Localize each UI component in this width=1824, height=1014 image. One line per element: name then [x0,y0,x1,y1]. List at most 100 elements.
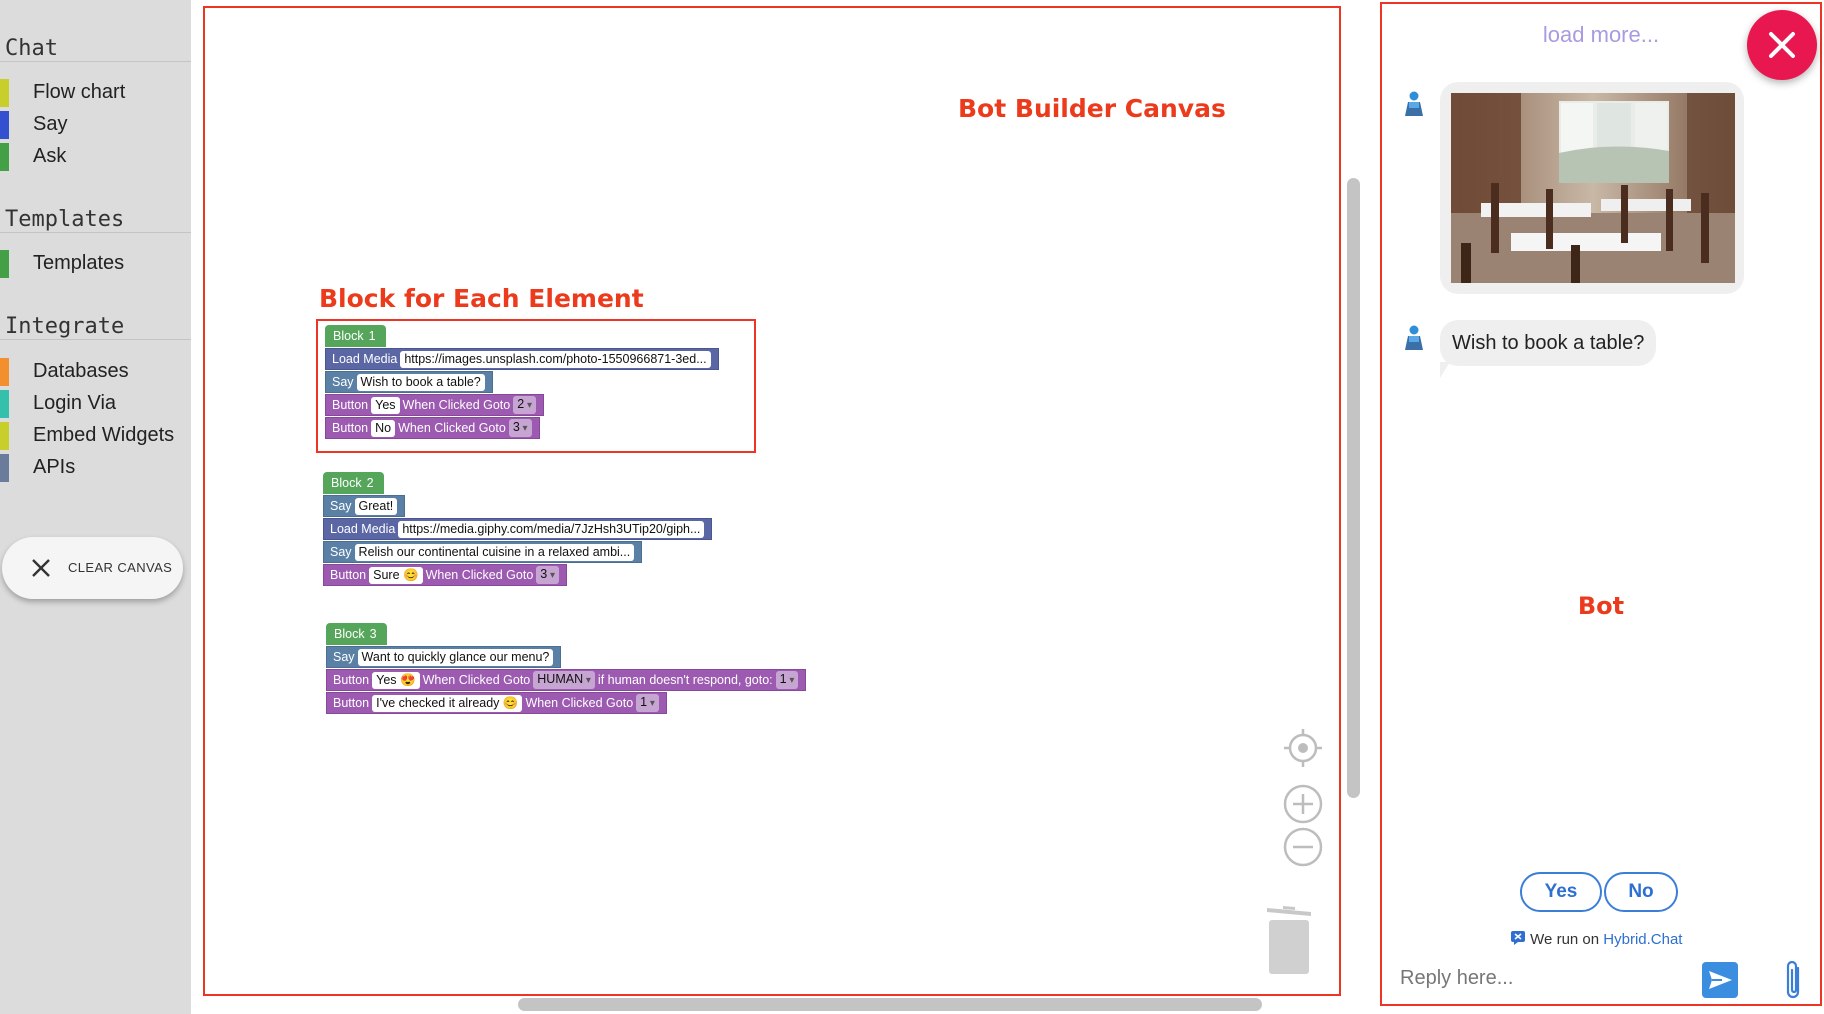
row-keyword: Say [333,650,355,664]
goto-label: When Clicked Goto [402,398,511,412]
trash-icon[interactable] [1263,900,1315,976]
block-number: 1 [368,329,376,343]
category-title-templates: Templates [5,207,125,232]
category-color-swatch [0,358,9,386]
block-hat-label: Block [333,329,364,343]
hybrid-chat-link[interactable]: Hybrid.Chat [1603,931,1683,948]
sidebar-item-embed-widgets[interactable]: Embed Widgets [0,421,191,451]
button-row[interactable]: Button No When Clicked Goto 3 [325,417,540,439]
sidebar-item-ask[interactable]: Ask [0,142,191,172]
row-keyword: Say [330,545,352,559]
block-hat[interactable]: Block 1 [325,325,386,347]
sidebar-item-login-via[interactable]: Login Via [0,389,191,419]
fallback-dropdown[interactable]: 1 [775,671,799,689]
say-row[interactable]: Say Wish to book a table? [325,371,493,393]
category-color-swatch [0,390,9,418]
row-keyword: Button [330,568,367,582]
button-row[interactable]: Button Sure 😊 When Clicked Goto 3 [323,564,568,586]
sidebar-item-templates[interactable]: Templates [0,249,191,279]
bot-builder-canvas[interactable]: Bot Builder Canvas Block for Each Elemen… [203,6,1341,996]
close-preview-button[interactable] [1747,10,1817,80]
block-number: 2 [366,476,374,490]
powered-by: We run on Hybrid.Chat [1510,930,1682,948]
paperclip-icon[interactable] [1782,960,1806,1002]
sidebar-item-flow-chart[interactable]: Flow chart [0,78,191,108]
zoom-in-icon[interactable] [1283,784,1323,824]
media-url-field[interactable]: https://media.giphy.com/media/7JzHsh3UTi… [398,520,705,538]
reply-input[interactable] [1400,960,1700,996]
say-row[interactable]: Say Want to quickly glance our menu? [326,646,562,668]
load-media-row[interactable]: Load Media https://media.giphy.com/media… [323,518,713,540]
sidebar-item-label: APIs [33,456,76,478]
category-color-swatch [0,250,9,278]
category-title-chat: Chat [5,36,58,61]
sidebar-item-databases[interactable]: Databases [0,357,191,387]
button-row[interactable]: Button Yes 😍 When Clicked Goto HUMAN if … [326,669,807,691]
say-text-field[interactable]: Relish our continental cuisine in a rela… [354,543,635,561]
say-text-field[interactable]: Want to quickly glance our menu? [357,648,554,666]
horizontal-scrollbar[interactable] [518,998,1262,1011]
sidebar-item-say[interactable]: Say [0,110,191,140]
quick-reply-yes-button[interactable]: Yes [1520,872,1602,912]
media-url-field[interactable]: https://images.unsplash.com/photo-155096… [400,350,711,368]
zoom-out-icon[interactable] [1283,827,1323,867]
vertical-scrollbar[interactable] [1347,178,1360,798]
button-text-field[interactable]: I've checked it already 😊 [372,694,523,712]
restaurant-image [1451,93,1735,283]
bot-message-bubble: Wish to book a table? [1440,320,1657,366]
button-text-field[interactable]: Yes 😍 [372,671,420,689]
recenter-icon[interactable] [1283,728,1323,768]
bot-annotation: Bot [1577,592,1625,620]
row-keyword: Say [332,375,354,389]
bubble-tail [1440,362,1450,378]
block-number: 3 [369,627,377,641]
sidebar-item-label: Databases [33,360,129,382]
goto-dropdown[interactable]: 3 [508,419,532,437]
image-message-bubble [1440,82,1744,294]
button-text-field[interactable]: Sure 😊 [369,566,423,584]
goto-label: When Clicked Goto [425,568,534,582]
say-row[interactable]: Say Great! [323,495,406,517]
clear-canvas-button[interactable]: CLEAR CANVAS [2,537,183,599]
load-more-link[interactable]: load more... [1542,22,1660,47]
button-text-field[interactable]: No [371,419,396,437]
highlight-box [316,319,756,453]
sidebar-item-apis[interactable]: APIs [0,453,191,483]
bot-preview-panel: load more... [1380,2,1822,1006]
send-icon[interactable] [1702,962,1738,998]
clear-canvas-label: CLEAR CANVAS [68,560,173,575]
sidebar-item-label: Say [33,113,68,135]
hybrid-chat-logo-icon [1511,931,1525,945]
row-keyword: Button [333,696,370,710]
load-media-row[interactable]: Load Media https://images.unsplash.com/p… [325,348,719,370]
canvas-heading: Bot Builder Canvas [958,94,1226,123]
goto-dropdown[interactable]: HUMAN [533,671,595,689]
quick-reply-no-button[interactable]: No [1604,872,1678,912]
block-annotation: Block for Each Element [319,284,644,313]
sidebar-item-label: Embed Widgets [33,424,175,446]
category-color-swatch [0,111,9,139]
category-color-swatch [0,143,9,171]
say-row[interactable]: Say Relish our continental cuisine in a … [323,541,643,563]
button-row[interactable]: Button Yes When Clicked Goto 2 [325,394,544,416]
goto-label: When Clicked Goto [422,673,531,687]
button-row[interactable]: Button I've checked it already 😊 When Cl… [326,692,667,714]
bot-avatar-icon [1405,91,1423,116]
row-keyword: Load Media [330,522,396,536]
say-text-field[interactable]: Great! [354,497,398,515]
goto-dropdown[interactable]: 1 [636,694,659,712]
button-text-field[interactable]: Yes [371,396,400,414]
close-icon [32,559,50,577]
block-hat[interactable]: Block 2 [323,472,384,494]
sidebar-item-label: Templates [33,252,125,274]
goto-dropdown[interactable]: 2 [513,396,536,414]
fallback-label: if human doesn't respond, goto: [597,673,773,687]
row-keyword: Load Media [332,352,398,366]
sidebar-item-label: Login Via [33,392,117,414]
category-color-swatch [0,79,9,107]
sidebar-item-label: Ask [33,145,67,167]
block-hat-label: Block [331,476,362,490]
say-text-field[interactable]: Wish to book a table? [356,373,485,391]
goto-dropdown[interactable]: 3 [536,566,560,584]
